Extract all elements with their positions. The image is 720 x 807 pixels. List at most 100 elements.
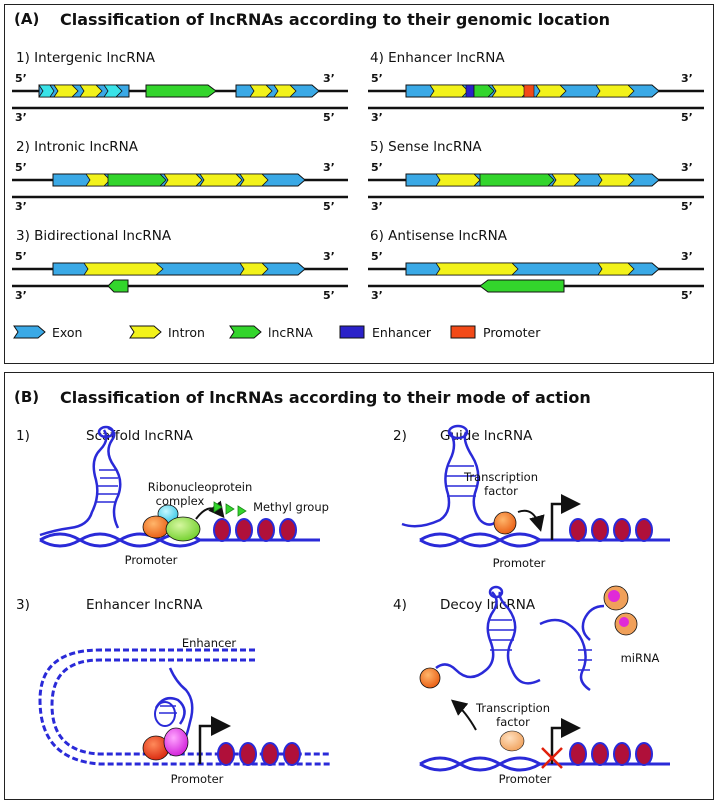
section-number-enhancer: 3) <box>16 597 30 613</box>
nucleosome-icon <box>613 518 631 542</box>
strand-end-3-top: 3’ <box>681 161 693 174</box>
nucleosome-icon <box>213 518 231 542</box>
legend-label-lncrna: lncRNA <box>268 325 313 340</box>
intron-arrow <box>551 173 581 187</box>
strand-end-5-top: 5’ <box>15 72 27 85</box>
label-transcription-factor-line1-decoy: Transcription <box>476 701 550 715</box>
release-arrow <box>450 699 477 731</box>
section-title-guide: Guide lncRNA <box>440 428 533 444</box>
strand-end-3-bottom: 3’ <box>371 289 383 302</box>
nucleosome-icon <box>569 518 587 542</box>
lncrna-strand <box>435 591 498 679</box>
legend <box>13 325 476 339</box>
guide-diagram <box>401 424 670 548</box>
strand-end-3-top: 3’ <box>681 250 693 263</box>
nucleosome-icon <box>261 742 279 766</box>
strand-end-3-bottom: 3’ <box>371 200 383 213</box>
strand-end-5-top: 5’ <box>371 250 383 263</box>
section-title-enhancer: Enhancer lncRNA <box>86 597 203 613</box>
legend-label-exon: Exon <box>52 325 83 340</box>
strand-end-3-top: 3’ <box>323 161 335 174</box>
row-title-enhancer: 4) Enhancer lncRNA <box>370 50 505 66</box>
strand-end-5-bottom: 5’ <box>323 111 335 124</box>
legend-swatch-intron <box>129 325 162 339</box>
intron-arrow <box>491 84 529 98</box>
lncrna-block <box>107 173 167 187</box>
intron-arrow <box>435 262 519 276</box>
lncrna-block <box>479 173 555 187</box>
label-rnp-complex-line2: complex <box>155 494 205 508</box>
nucleosome-icon <box>283 742 301 766</box>
lncrna-strand <box>463 431 482 521</box>
legend-label-enhancer: Enhancer <box>372 325 432 340</box>
label-methyl-group: Methyl group <box>253 500 329 514</box>
lncrna-strand <box>539 618 591 692</box>
panel-b-mode-of-action <box>4 372 714 800</box>
intron-arrow <box>199 173 243 187</box>
intron-arrow <box>273 84 297 98</box>
blocked-x-icon <box>541 747 563 769</box>
methyl-group-flags <box>213 501 247 517</box>
lncrna-strand <box>107 426 122 529</box>
protein-green <box>165 516 201 542</box>
legend-swatch-exon <box>13 325 46 339</box>
protein-orange <box>142 515 170 539</box>
nucleosome-icon <box>235 518 253 542</box>
intron-arrow <box>249 84 273 98</box>
section-number-scaffold: 1) <box>16 428 30 444</box>
intron-arrow <box>597 262 635 276</box>
label-promoter-scaffold: Promoter <box>124 553 178 567</box>
nucleosome-icon <box>279 518 297 542</box>
legend-swatch-enhancer <box>339 325 365 339</box>
exon-arrow <box>103 84 123 98</box>
mirna-complex-icon <box>603 585 638 636</box>
section-number-guide: 2) <box>393 428 407 444</box>
nucleosome-icon <box>239 742 257 766</box>
row-title-bidirectional: 3) Bidirectional lncRNA <box>16 228 172 244</box>
label-transcription-factor-line2-decoy: factor <box>496 715 530 729</box>
lncrna-block <box>473 84 495 98</box>
label-transcription-factor-line1-guide: Transcription <box>464 470 538 484</box>
strand-end-3-bottom: 3’ <box>15 289 27 302</box>
strand-end-3-bottom: 3’ <box>371 111 383 124</box>
transcription-factor-protein <box>419 667 441 689</box>
exon-arrow <box>38 84 55 98</box>
dna-helix <box>419 532 541 548</box>
strand-end-3-bottom: 3’ <box>15 200 27 213</box>
scaffold-diagram <box>39 425 320 548</box>
transcription-start-arrow <box>198 716 231 764</box>
legend-label-intron: Intron <box>168 325 205 340</box>
intronic-diagram <box>12 173 348 199</box>
intron-arrow <box>53 84 79 98</box>
curved-arrow <box>195 500 225 520</box>
nucleosome-icon <box>569 742 587 766</box>
label-promoter-decoy: Promoter <box>498 772 552 786</box>
intron-arrow <box>163 173 203 187</box>
strand-end-5-top: 5’ <box>371 161 383 174</box>
lncrna-block <box>145 84 217 98</box>
legend-swatch-lncrna <box>229 325 262 339</box>
section-title-decoy: Decoy lncRNA <box>440 597 536 613</box>
bidirectional-diagram <box>12 262 348 293</box>
label-mirna: miRNA <box>620 651 660 665</box>
lncrna-block <box>107 279 129 293</box>
nucleosome-icon <box>635 742 653 766</box>
label-rnp-complex-line1: Ribonucleoprotein <box>147 480 253 494</box>
row-title-intronic: 2) Intronic lncRNA <box>16 139 138 155</box>
dna-helix-loop <box>38 648 330 766</box>
panel-a-title: Classification of lncRNAs according to t… <box>60 10 611 29</box>
panel-a-label: (A) <box>14 10 40 28</box>
row-title-intergenic: 1) Intergenic lncRNA <box>16 50 155 66</box>
dna-helix <box>419 532 541 548</box>
nucleosome-icon <box>217 742 235 766</box>
intron-arrow <box>85 173 111 187</box>
strand-end-3-top: 3’ <box>323 250 335 263</box>
transcription-start-arrow <box>550 494 581 540</box>
intron-arrow <box>79 84 103 98</box>
strand-end-5-top: 5’ <box>15 250 27 263</box>
transcription-start-arrow <box>550 718 581 764</box>
row-title-antisense: 6) Antisense lncRNA <box>370 228 507 244</box>
intron-arrow <box>595 84 635 98</box>
label-promoter-enhancer: Promoter <box>170 772 224 786</box>
row-title-sense: 5) Sense lncRNA <box>370 139 482 155</box>
